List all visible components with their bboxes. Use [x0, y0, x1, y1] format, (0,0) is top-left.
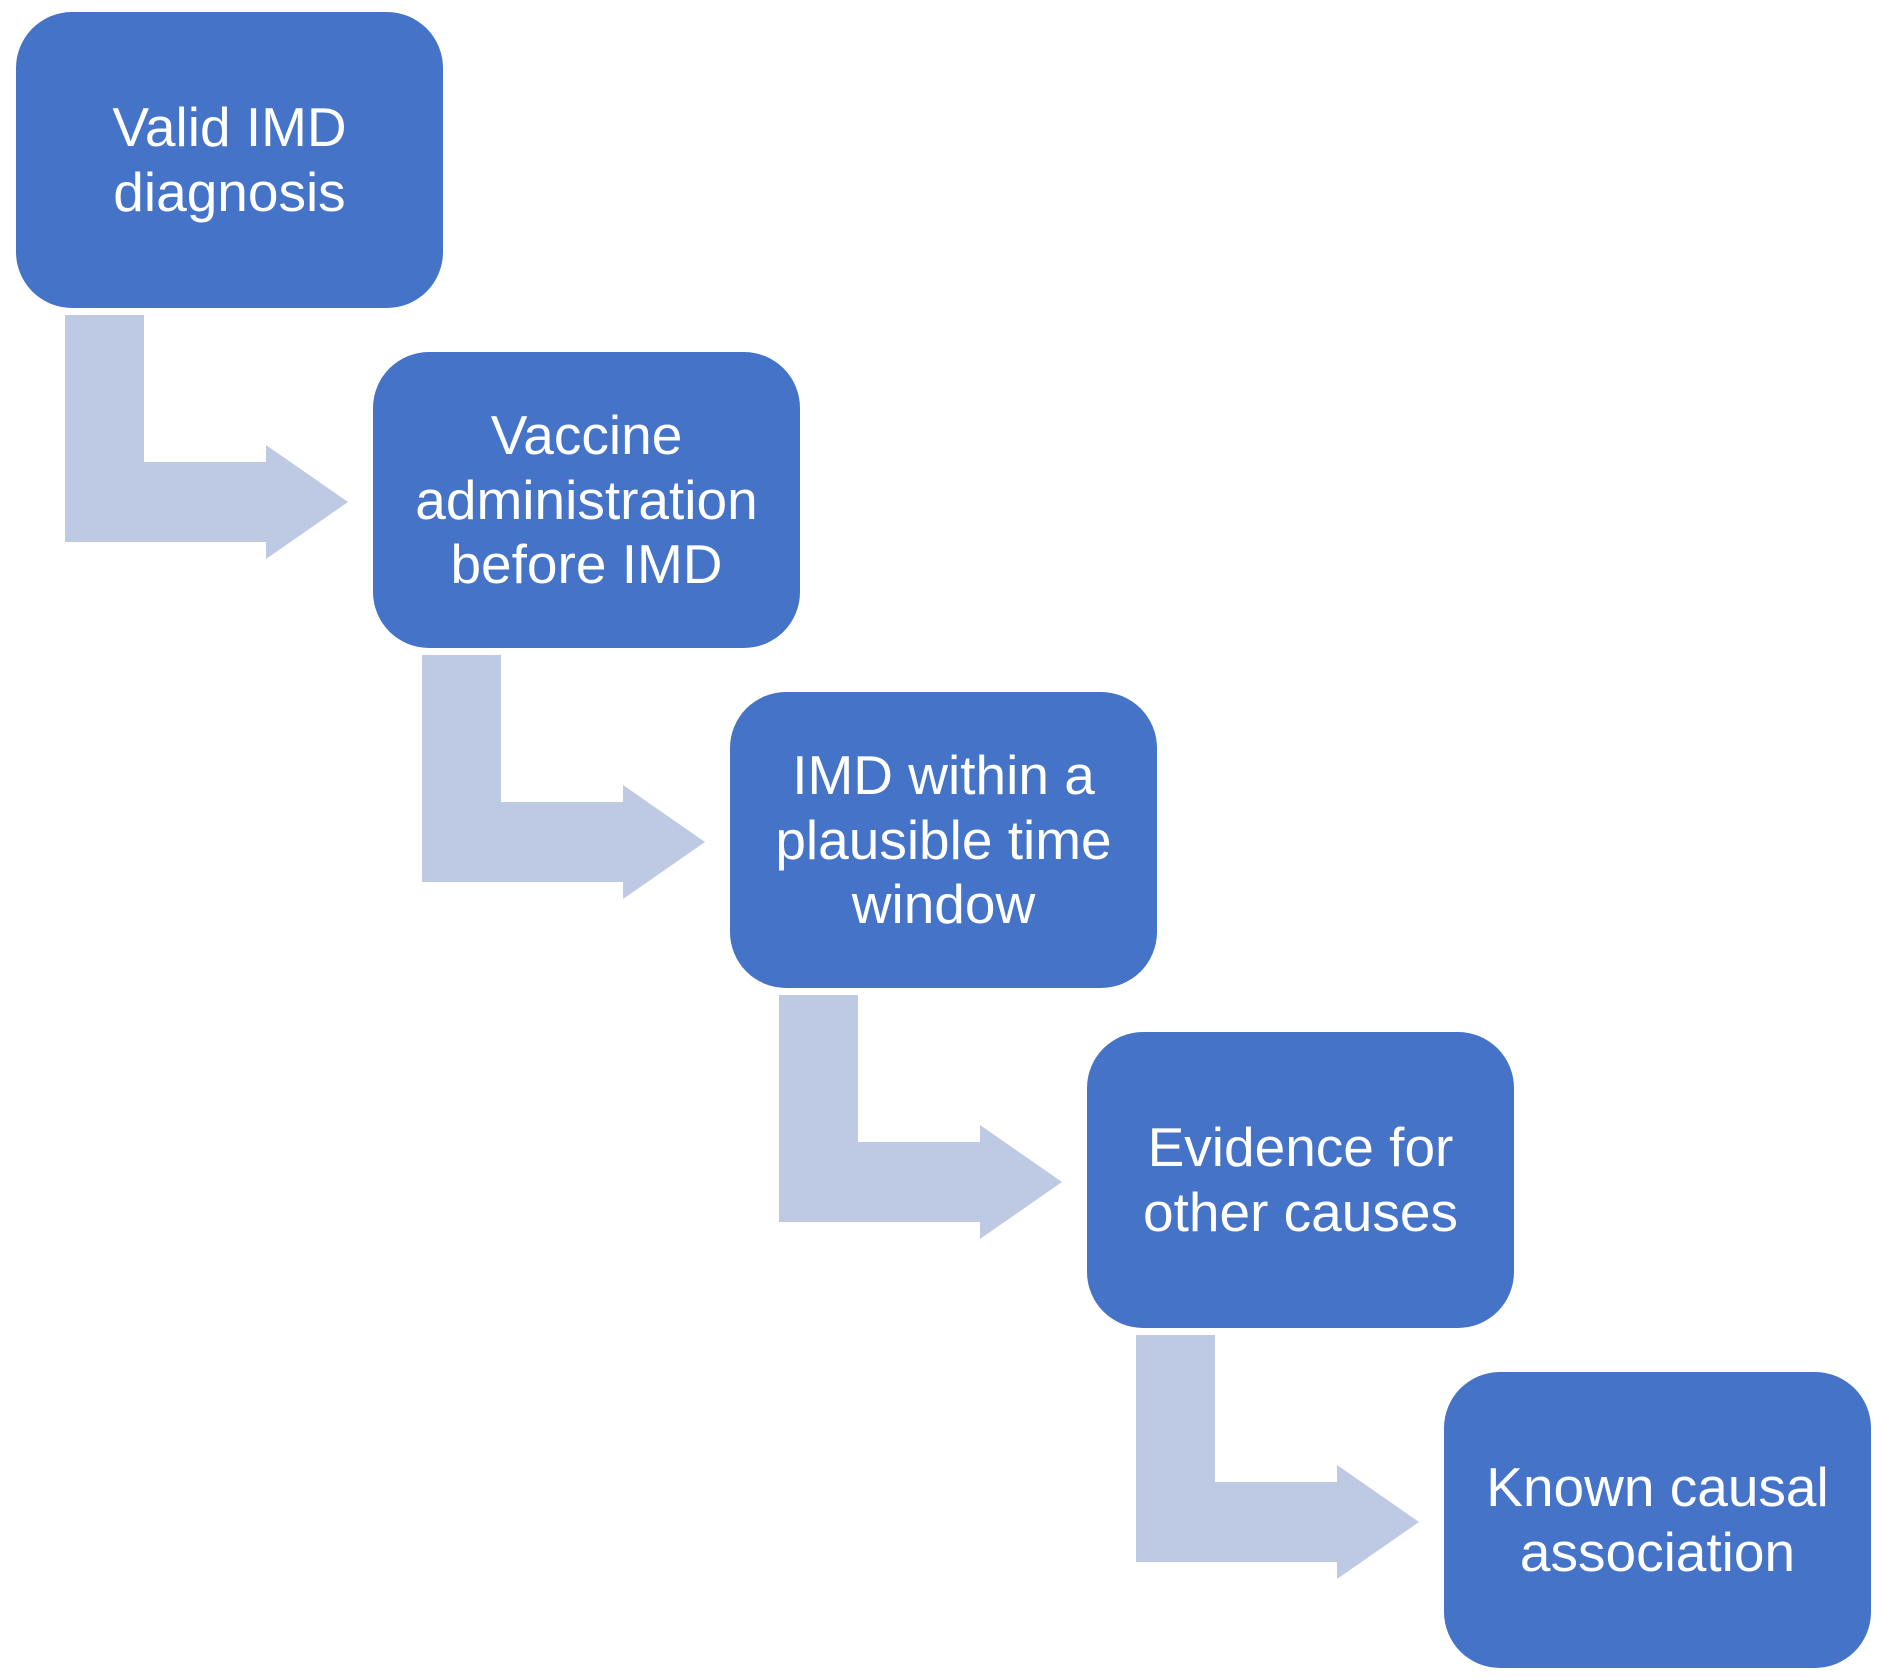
step-label: Known causal association — [1486, 1456, 1829, 1583]
step-label: Valid IMD diagnosis — [112, 96, 347, 223]
step-box-plausible-time-window: IMD within a plausible time window — [730, 692, 1157, 988]
step-box-known-causal-association: Known causal association — [1444, 1372, 1871, 1668]
step-label: Evidence for other causes — [1143, 1116, 1458, 1243]
step-label: IMD within a plausible time window — [775, 743, 1112, 936]
elbow-arrow-4 — [1136, 1335, 1419, 1579]
step-box-vaccine-administration: Vaccine administration before IMD — [373, 352, 800, 648]
elbow-arrow-2 — [422, 655, 705, 899]
step-box-valid-imd-diagnosis: Valid IMD diagnosis — [16, 12, 443, 308]
elbow-arrow-1 — [65, 315, 348, 559]
elbow-arrow-3 — [779, 995, 1062, 1239]
step-box-evidence-other-causes: Evidence for other causes — [1087, 1032, 1514, 1328]
step-label: Vaccine administration before IMD — [415, 403, 758, 596]
